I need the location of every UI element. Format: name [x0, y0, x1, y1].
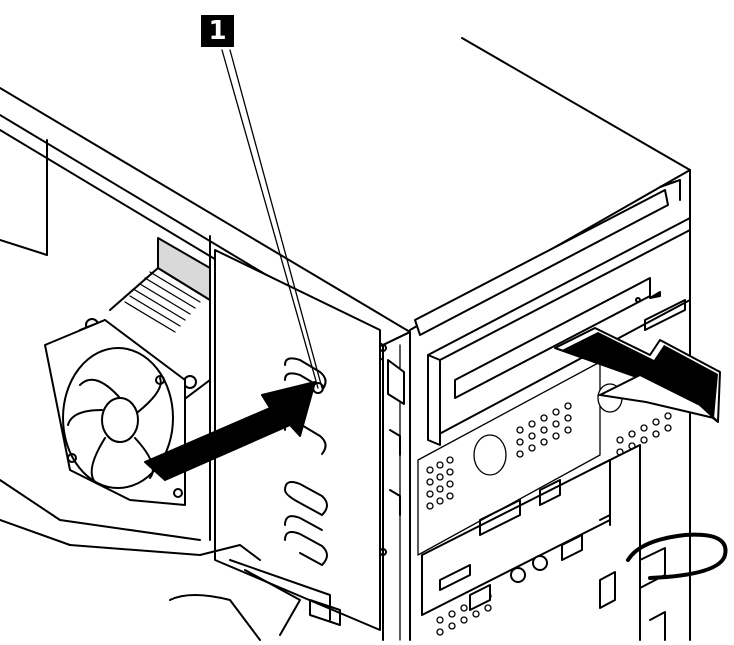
callout-1: 1: [201, 15, 234, 47]
callout-leaders: [221, 49, 323, 389]
heat-sink: [79, 237, 211, 411]
front-io-panel: [421, 459, 611, 616]
audio-jack-icon: [510, 555, 548, 583]
usb-icon: [469, 534, 583, 611]
rotate-indicator: [626, 532, 728, 580]
bottom-cables: [169, 544, 341, 641]
front-bezel: [379, 179, 681, 641]
push-arrow: [144, 381, 316, 481]
optical-drive: [427, 217, 691, 446]
pull-arrow: [554, 327, 721, 423]
eject-icon: [649, 291, 661, 299]
cooling-fan: [44, 319, 186, 506]
